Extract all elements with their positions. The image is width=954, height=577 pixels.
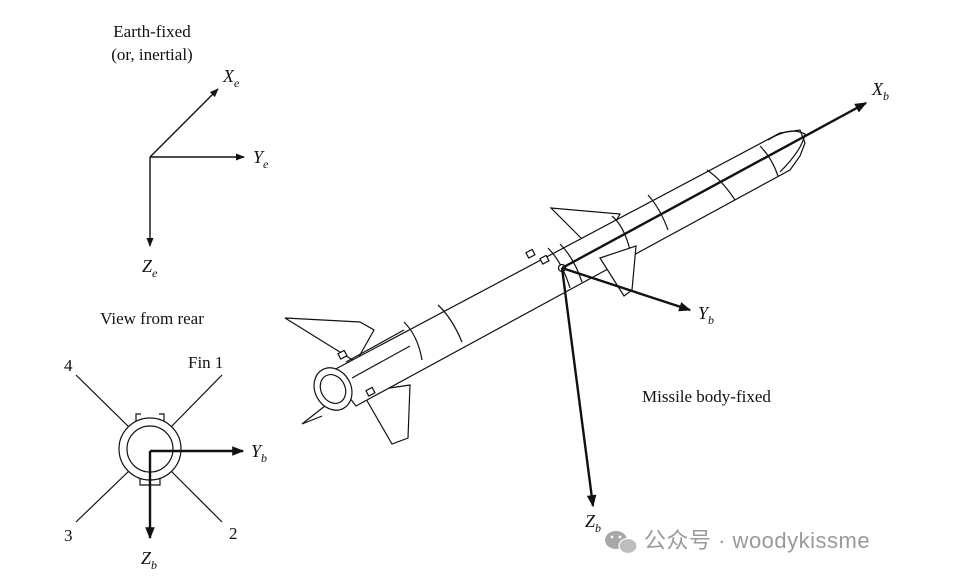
earth-x-label: Xe bbox=[222, 66, 240, 90]
body-x-axis bbox=[561, 101, 868, 270]
body-y-axis bbox=[561, 266, 692, 312]
fin-3-line bbox=[75, 469, 131, 523]
earth-title-line2: (or, inertial) bbox=[111, 45, 192, 64]
fin-2-label: 2 bbox=[229, 524, 238, 543]
missile-nose bbox=[767, 130, 806, 173]
earth-title-line1: Earth-fixed bbox=[113, 22, 191, 41]
body-z-label: Zb bbox=[585, 511, 601, 535]
body-x-label: Xb bbox=[871, 79, 889, 103]
missile-band-5 bbox=[559, 243, 583, 283]
fin-1-label: Fin 1 bbox=[188, 353, 223, 372]
earth-fixed-frame: Earth-fixed (or, inertial) Xe Ye Ze bbox=[111, 22, 269, 280]
rear-view-title: View from rear bbox=[100, 309, 204, 328]
missile-nozzle-inner bbox=[319, 374, 347, 404]
missile-band-7 bbox=[437, 304, 463, 343]
missile-lug-3 bbox=[337, 349, 348, 360]
body-z-axis bbox=[560, 267, 597, 508]
missile-band-8 bbox=[403, 321, 423, 361]
earth-y-label: Ye bbox=[253, 147, 269, 171]
watermark: 公众号 · woodykissme bbox=[605, 528, 870, 555]
rear-lug-top-right bbox=[159, 413, 165, 421]
fin-1-line bbox=[169, 374, 223, 429]
fin-3-label: 3 bbox=[64, 526, 73, 545]
fin-2-line bbox=[169, 469, 223, 523]
missile-rear-detail-2 bbox=[351, 345, 411, 379]
rear-view: View from rear Yb Zb Fin 1 4 3 2 bbox=[64, 309, 267, 572]
fin-4-line bbox=[75, 374, 131, 429]
rear-y-label: Yb bbox=[251, 441, 267, 465]
missile-lug-2 bbox=[539, 254, 550, 265]
missile-rear-detail-1 bbox=[345, 329, 405, 363]
earth-x-axis bbox=[149, 88, 219, 158]
rear-z-label: Zb bbox=[141, 548, 157, 572]
earth-z-label: Ze bbox=[142, 256, 158, 280]
rear-lug-top-left bbox=[135, 413, 141, 421]
missile-rear-fin-upper bbox=[284, 317, 375, 363]
missile-lug-1 bbox=[525, 248, 536, 259]
missile-rear-fin-lower bbox=[361, 384, 411, 445]
missile-band-3 bbox=[611, 215, 631, 251]
missile-rear-fin-left bbox=[301, 401, 331, 425]
wechat-icon bbox=[605, 531, 638, 555]
fin-4-label: 4 bbox=[64, 356, 73, 375]
watermark-text: 公众号 · woodykissme bbox=[644, 528, 870, 553]
missile-band-2 bbox=[647, 194, 669, 231]
body-y-label: Yb bbox=[698, 303, 714, 327]
missile-body bbox=[329, 129, 806, 407]
missile-lug-4 bbox=[365, 386, 376, 397]
missile-drawing: Xb Yb Zb Missile body-fixed bbox=[284, 79, 889, 535]
missile-band-6 bbox=[759, 145, 779, 177]
missile-body-fixed-label: Missile body-fixed bbox=[642, 387, 771, 406]
